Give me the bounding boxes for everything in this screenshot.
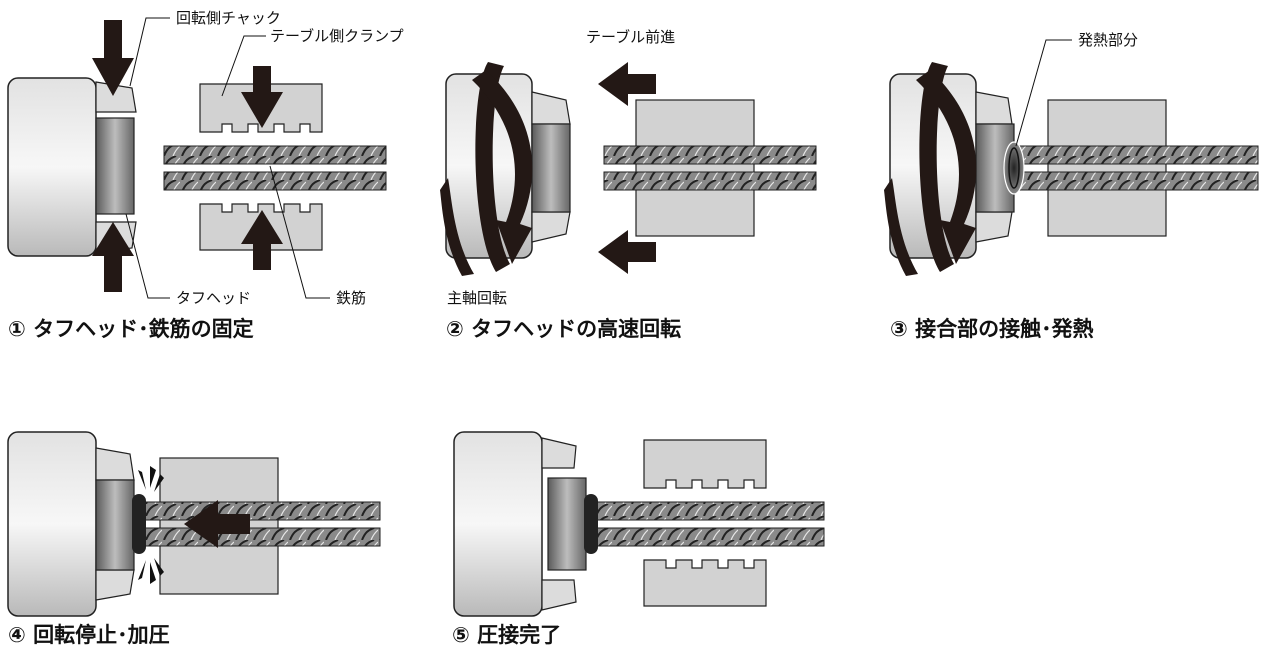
weld-bulge [584, 494, 598, 554]
step-1-illustration [7, 17, 387, 299]
label-table-clamp: テーブル側クランプ [270, 27, 404, 45]
rebar-upper [603, 145, 817, 165]
step-2-illustration [440, 62, 817, 276]
chuck-jaw-lower [531, 211, 571, 243]
rebar-upper [163, 145, 387, 165]
tough-head [531, 123, 571, 213]
chuck-jaw-lower [975, 211, 1013, 243]
label-rebar: 鉄筋 [336, 289, 366, 307]
arrow-table-advance-lower [598, 230, 656, 274]
chuck-jaw-upper [531, 91, 571, 125]
rotation-arrow [472, 70, 533, 264]
label-table-advance: テーブル前進 [586, 28, 675, 46]
table-clamp [635, 99, 755, 237]
rotary-chuck-body [7, 431, 97, 617]
chuck-jaw-lower [541, 579, 577, 611]
label-spindle-rotation: 主軸回転 [447, 289, 507, 307]
step-5-caption: ⑤ 圧接完了 [452, 623, 561, 647]
chuck-jaw-lower [95, 569, 135, 601]
arrow-table-advance-upper [598, 62, 656, 106]
rebar-lower [141, 527, 381, 547]
rotation-arrow [916, 70, 977, 264]
rebar-upper [1013, 145, 1259, 165]
arrow-up-clamp [241, 210, 283, 270]
label-tough-head: タフヘッド [176, 289, 251, 307]
rotation-arrow-band [919, 62, 954, 272]
tough-head [547, 477, 587, 571]
rebar-lower [591, 527, 825, 547]
rebar-upper [591, 501, 825, 521]
rebar-lower [603, 171, 817, 191]
chuck-jaw-upper [95, 447, 135, 481]
rebar-lower [163, 171, 387, 191]
rebar-upper [141, 501, 381, 521]
rotary-chuck-body [7, 77, 97, 257]
rotation-arrow-tail [440, 178, 474, 276]
step-3-caption: ③ 接合部の接触･発熱 [890, 317, 1094, 341]
chuck-jaw-upper [975, 91, 1013, 125]
step-5-illustration [453, 431, 825, 617]
rotation-arrow-tail [884, 178, 918, 276]
arrow-pressure [184, 500, 250, 548]
table-clamp [1047, 99, 1167, 237]
step-4-caption: ④ 回転停止･加圧 [8, 623, 170, 647]
rebar-lower [1013, 171, 1259, 191]
step-3-illustration [884, 39, 1259, 276]
step-4-illustration [7, 431, 381, 617]
rotation-arrow-band [475, 62, 510, 272]
chuck-jaw-upper [541, 437, 577, 469]
arrow-down-clamp [241, 66, 283, 128]
weld-bulge [132, 494, 146, 554]
step-2-caption: ② タフヘッドの高速回転 [446, 317, 681, 341]
heat-zone [1003, 141, 1025, 195]
arrow-up-chuck [92, 222, 134, 292]
spark-upper [138, 466, 164, 492]
label-heat-zone: 発熱部分 [1078, 31, 1138, 49]
arrow-down-chuck [92, 20, 134, 96]
spark-lower [138, 558, 164, 584]
step-1-caption: ① タフヘッド･鉄筋の固定 [8, 317, 254, 341]
rotary-chuck-body [453, 431, 543, 617]
tough-head [95, 479, 135, 571]
label-rotary-chuck: 回転側チャック [176, 9, 281, 27]
table-clamp-lower [643, 559, 767, 607]
table-clamp-upper [643, 439, 767, 489]
tough-head [95, 117, 135, 215]
chuck-jaw-upper [95, 81, 137, 113]
